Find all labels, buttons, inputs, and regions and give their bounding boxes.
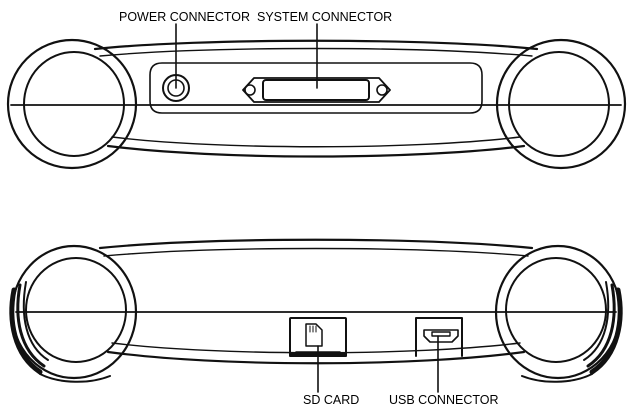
system-connector — [242, 77, 391, 103]
usb-connector — [415, 317, 463, 357]
top-body-lower-outline — [106, 144, 526, 158]
system-connector-label: SYSTEM CONNECTOR — [257, 10, 392, 24]
power-connector-label: POWER CONNECTOR — [119, 10, 250, 24]
bottom-body-outline — [98, 238, 534, 250]
bottom-left-grip — [9, 244, 138, 383]
sd-card-label: SD CARD — [303, 393, 359, 407]
sd-card-icon — [305, 323, 323, 347]
bottom-body-lower-outline — [106, 350, 526, 365]
system-connector-screw-right — [376, 84, 388, 96]
usb-connector-label: USB CONNECTOR — [389, 393, 499, 407]
top-body-outline — [93, 39, 539, 51]
top-view-device — [6, 23, 627, 170]
top-left-grip — [6, 38, 138, 170]
top-right-grip — [495, 38, 627, 170]
bottom-right-grip — [494, 244, 623, 383]
system-connector-screw-left — [244, 84, 256, 96]
bottom-view-device — [9, 238, 623, 393]
top-connector-panel — [149, 62, 483, 114]
